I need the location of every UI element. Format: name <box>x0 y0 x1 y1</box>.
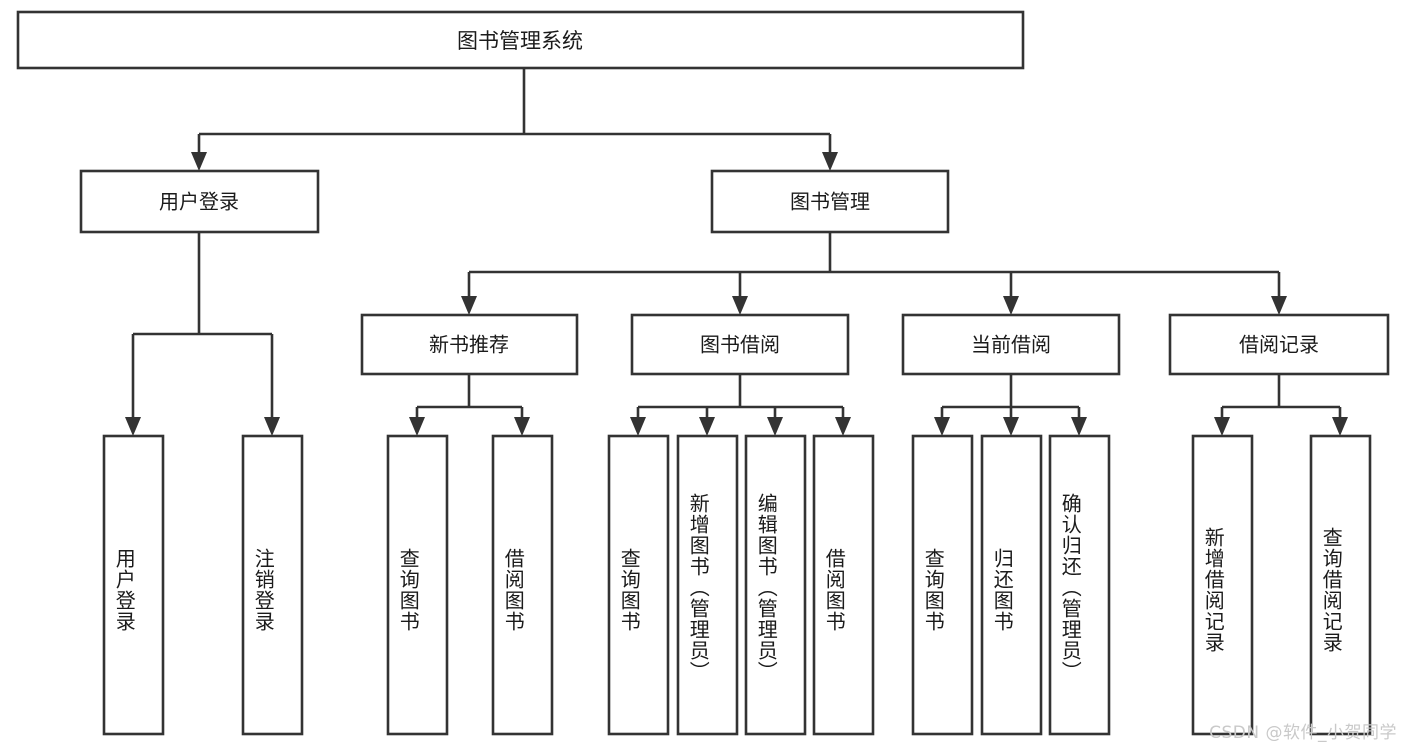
csdn-watermark: CSDN @软件_小贺同学 <box>1209 723 1397 743</box>
leaf-box-book-borrow-0[interactable] <box>607 434 670 736</box>
arrow-head-book-borrow-leaf-0 <box>630 417 646 436</box>
connector-borrow-record-to-leaves <box>1214 374 1348 436</box>
arrow-head-borrow-record <box>1271 296 1287 315</box>
connector-user-login-to-leaves <box>125 232 280 436</box>
node-current-borrow[interactable]: 当前借阅 <box>901 313 1121 376</box>
node-current-borrow-box[interactable] <box>901 313 1121 376</box>
leaf-box-book-borrow-2[interactable] <box>744 434 807 736</box>
arrow-head-user-login <box>191 152 207 171</box>
node-book-manage-label: 图书管理 <box>790 190 870 214</box>
arrow-head-book-borrow-leaf-3 <box>835 417 851 436</box>
node-book-borrow-box[interactable] <box>630 313 850 376</box>
node-new-book-recommend[interactable]: 新书推荐 <box>360 313 579 376</box>
arrow-head-new-book-leaf-0 <box>409 417 425 436</box>
node-user-login-box[interactable] <box>79 169 320 234</box>
arrow-head-current-borrow-leaf-1 <box>1003 417 1019 436</box>
arrow-head-user-login-leaf-1 <box>264 417 280 436</box>
arrow-head-user-login-leaf-0 <box>125 417 141 436</box>
node-new-book-recommend-label: 新书推荐 <box>429 333 509 357</box>
connector-new-book-to-leaves <box>409 374 530 436</box>
arrow-head-current-borrow-leaf-0 <box>934 417 950 436</box>
node-borrow-record-box[interactable] <box>1168 313 1390 376</box>
arrow-head-book-borrow-leaf-2 <box>767 417 783 436</box>
leaf-box-user-login-1[interactable] <box>241 434 304 736</box>
leaf-box-borrow-record-0[interactable] <box>1191 434 1254 736</box>
leaf-box-book-borrow-3[interactable] <box>812 434 875 736</box>
node-borrow-record-label: 借阅记录 <box>1239 333 1319 357</box>
connector-book-manage-to-level3 <box>461 232 1287 315</box>
node-current-borrow-label: 当前借阅 <box>971 333 1051 357</box>
leaf-box-user-login-0[interactable] <box>102 434 165 736</box>
arrow-head-book-borrow-leaf-1 <box>699 417 715 436</box>
leaf-box-current-borrow-2[interactable] <box>1048 434 1111 736</box>
leaf-box-book-borrow-1[interactable] <box>676 434 739 736</box>
arrow-head-book-borrow <box>732 296 748 315</box>
connector-root-to-level2 <box>191 68 838 171</box>
connector-current-borrow-to-leaves <box>934 374 1087 436</box>
node-root-label: 图书管理系统 <box>457 29 583 53</box>
node-book-manage-box[interactable] <box>710 169 950 234</box>
leaf-box-current-borrow-0[interactable] <box>911 434 974 736</box>
arrow-head-current-borrow-leaf-2 <box>1071 417 1087 436</box>
arrow-head-book-manage <box>822 152 838 171</box>
arrow-head-borrow-record-leaf-1 <box>1332 417 1348 436</box>
node-book-manage[interactable]: 图书管理 <box>710 169 950 234</box>
node-user-login[interactable]: 用户登录 <box>79 169 320 234</box>
leaf-box-new-book-1[interactable] <box>491 434 554 736</box>
leaf-box-new-book-0[interactable] <box>386 434 449 736</box>
arrow-head-new-book-leaf-1 <box>514 417 530 436</box>
leaf-box-borrow-record-1[interactable] <box>1309 434 1372 736</box>
node-new-book-recommend-box[interactable] <box>360 313 579 376</box>
connector-book-borrow-to-leaves <box>630 374 851 436</box>
node-book-borrow-label: 图书借阅 <box>700 333 780 357</box>
node-user-login-label: 用户登录 <box>159 190 239 214</box>
arrow-head-borrow-record-leaf-0 <box>1214 417 1230 436</box>
arrow-head-current-borrow <box>1003 296 1019 315</box>
leaf-box-current-borrow-1[interactable] <box>980 434 1043 736</box>
node-book-borrow[interactable]: 图书借阅 <box>630 313 850 376</box>
node-root-box[interactable] <box>16 10 1025 70</box>
node-borrow-record[interactable]: 借阅记录 <box>1168 313 1390 376</box>
arrow-head-new-book <box>461 296 477 315</box>
node-root[interactable]: 图书管理系统 <box>16 10 1025 70</box>
